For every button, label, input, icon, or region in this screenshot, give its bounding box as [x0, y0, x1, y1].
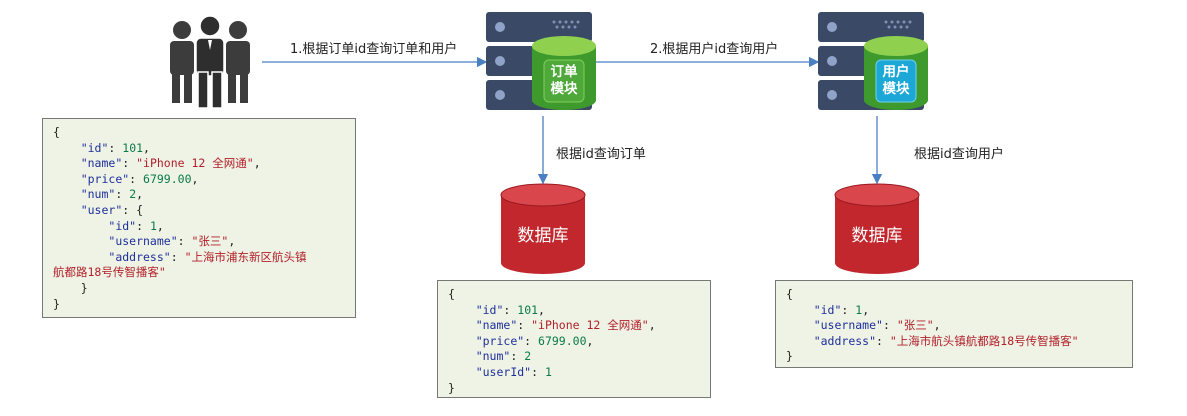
- code-value: 1: [544, 364, 552, 379]
- code-key: "username": [108, 234, 178, 249]
- order-result-json: { "id": 101, "name": "iPhone 12 全网通", "p…: [437, 280, 711, 398]
- code-line: "username": "张三",: [108, 234, 236, 249]
- code-key: "userId": [475, 364, 532, 379]
- code-line: "userId": 1: [475, 364, 552, 379]
- code-line: "price": 6799.00,: [80, 171, 199, 186]
- code-value: 2: [524, 349, 532, 364]
- code-key: "id": [108, 218, 137, 233]
- code-line: "id": 101,: [475, 302, 545, 317]
- user-module: 用户 模块: [818, 12, 930, 114]
- code-string: 航都路18号传智播客": [53, 265, 166, 280]
- code-key: "id": [813, 302, 842, 317]
- code-line: "name": "iPhone 12 全网通",: [80, 156, 261, 171]
- code-line: "name": "iPhone 12 全网通",: [475, 318, 656, 333]
- code-value: 101: [517, 302, 539, 317]
- server-icon: [818, 12, 928, 110]
- order-database: 数据库: [500, 183, 586, 275]
- code-value: "张三": [191, 234, 229, 249]
- code-value: "iPhone 12 全网通": [531, 318, 649, 333]
- code-value: 1: [855, 302, 863, 317]
- user-result-json: { "id": 1, "username": "张三", "address": …: [775, 280, 1133, 368]
- order-database-label: 数据库: [517, 226, 569, 246]
- code-line: 航都路18号传智播客": [53, 265, 345, 281]
- code-value: 1: [149, 218, 157, 233]
- code-line: "id": 1,: [813, 302, 870, 317]
- code-key: "name": [80, 156, 123, 171]
- code-value: "iPhone 12 全网通": [136, 156, 254, 171]
- code-value: 6799.00: [143, 171, 192, 186]
- code-key: "address": [108, 249, 171, 264]
- code-key: "price": [80, 171, 130, 186]
- client-response-json: { "id": 101, "name": "iPhone 12 全网通", "p…: [42, 118, 356, 318]
- code-key: "num": [475, 349, 511, 364]
- code-value: "上海市航头镇航都路18号传智播客": [889, 333, 1079, 348]
- order-db-query-label: 根据id查询订单: [556, 147, 646, 162]
- code-line: "num": 2,: [80, 187, 144, 202]
- code-key: "num": [80, 187, 116, 202]
- code-line: }: [53, 296, 60, 311]
- user-database-label: 数据库: [851, 226, 903, 246]
- code-line: {: [53, 125, 60, 139]
- code-key: "user": [80, 202, 123, 217]
- code-value: 6799.00: [538, 333, 587, 348]
- order-module: 订单 模块: [486, 12, 598, 114]
- code-key: "address": [813, 333, 877, 348]
- code-line: {: [786, 287, 793, 301]
- code-key: "username": [813, 318, 883, 333]
- users-group-icon: [170, 16, 250, 109]
- code-key: "price": [475, 333, 525, 348]
- code-line: "id": 1,: [108, 218, 164, 233]
- user-module-label-line1: 用户: [882, 64, 910, 80]
- code-line: "id": 101,: [80, 140, 150, 155]
- user-database: 数据库: [834, 183, 920, 275]
- code-key: "id": [80, 140, 109, 155]
- order-module-label-line1: 订单: [550, 64, 578, 80]
- code-line: "num": 2: [475, 349, 532, 364]
- user-module-label-line2: 模块: [882, 81, 910, 97]
- code-value: 101: [122, 140, 144, 155]
- code-value: 2: [129, 187, 137, 202]
- database-icon: [834, 183, 920, 274]
- code-line: }: [786, 349, 793, 364]
- server-icon: [486, 12, 596, 110]
- code-value: "张三": [896, 318, 934, 333]
- code-line: }: [80, 280, 88, 295]
- database-icon: [500, 183, 586, 274]
- code-key: "id": [475, 302, 504, 317]
- code-line: {: [448, 287, 455, 301]
- code-key: "name": [475, 318, 518, 333]
- code-line: "price": 6799.00,: [475, 333, 594, 348]
- step1-label: 1.根据订单id查询订单和用户: [290, 42, 458, 57]
- user-db-query-label: 根据id查询用户: [914, 147, 1004, 162]
- code-line: "address": "上海市浦东新区航头镇: [108, 249, 307, 264]
- code-value: {: [136, 202, 144, 217]
- code-line: }: [448, 380, 455, 395]
- code-value: "上海市浦东新区航头镇: [184, 249, 307, 264]
- code-line: "username": "张三",: [813, 318, 941, 333]
- order-module-label-line2: 模块: [550, 81, 578, 97]
- code-line: "address": "上海市航头镇航都路18号传智播客": [813, 333, 1079, 348]
- code-line: "user": {: [80, 202, 144, 217]
- step2-label: 2.根据用户id查询用户: [650, 42, 779, 57]
